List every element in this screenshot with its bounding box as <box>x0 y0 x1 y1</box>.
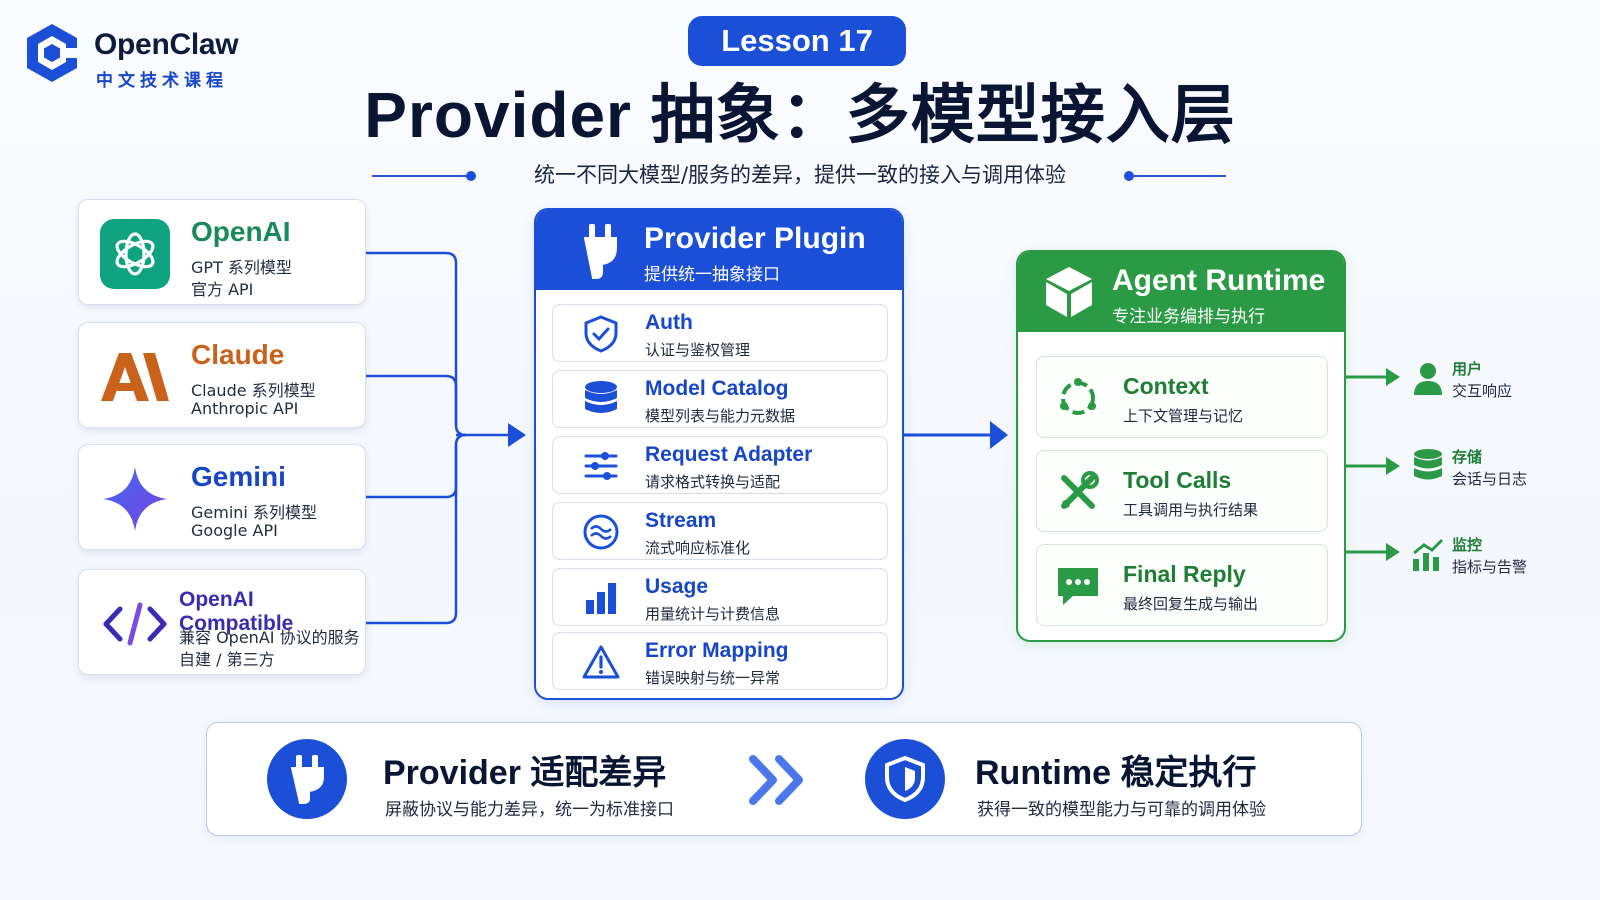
module-desc: 错误映射与统一异常 <box>645 669 781 687</box>
cube-icon <box>1046 267 1092 317</box>
module-usage: Usage 用量统计与计费信息 <box>552 568 888 626</box>
output-user: 用户 交互响应 <box>1410 356 1590 406</box>
code-icon <box>99 588 171 660</box>
output-desc: 会话与日志 <box>1452 470 1528 488</box>
shield-check-icon <box>581 315 621 353</box>
module-model-catalog: Model Catalog 模型列表与能力元数据 <box>552 370 888 428</box>
runtime-module-title: Context <box>1123 373 1209 399</box>
module-desc: 流式响应标准化 <box>645 539 751 557</box>
module-desc: 认证与鉴权管理 <box>645 341 751 359</box>
openai-icon <box>99 218 171 290</box>
provider-name: OpenAI Compatible <box>179 588 294 635</box>
module-title: Auth <box>645 311 693 334</box>
plugin-header: Provider Plugin 提供统一抽象接口 <box>536 210 902 290</box>
provider-desc: Gemini 系列模型 <box>191 503 317 522</box>
subtitle-line-left <box>372 175 472 177</box>
database-icon <box>581 381 621 419</box>
provider-api: Anthropic API <box>191 399 299 418</box>
runtime-module-desc: 工具调用与执行结果 <box>1123 501 1259 519</box>
page-subtitle: 统一不同大模型/服务的差异，提供一致的接入与调用体验 <box>533 163 1067 187</box>
output-title: 监控 <box>1452 536 1483 554</box>
banner-right-desc: 获得一致的模型能力与可靠的调用体验 <box>977 800 1266 820</box>
module-title: Model Catalog <box>645 377 789 400</box>
provider-plugin-panel: Provider Plugin 提供统一抽象接口 Auth 认证与鉴权管理 Mo… <box>534 208 904 700</box>
provider-desc: 兼容 OpenAI 协议的服务 <box>179 628 360 647</box>
sliders-icon <box>581 447 621 485</box>
module-title: Stream <box>645 509 717 532</box>
module-desc: 请求格式转换与适配 <box>645 473 781 491</box>
double-chevron-right-icon <box>749 755 803 805</box>
lesson-badge: Lesson 17 <box>688 16 906 66</box>
monitor-chart-icon <box>1410 536 1446 574</box>
output-title: 用户 <box>1452 360 1483 378</box>
provider-api: Google API <box>191 521 278 540</box>
provider-card-claude: Claude Claude 系列模型 Anthropic API <box>78 322 366 428</box>
storage-icon <box>1410 448 1446 486</box>
module-error-mapping: Error Mapping 错误映射与统一异常 <box>552 632 888 690</box>
banner-left-title: Provider 适配差异 <box>383 754 667 792</box>
runtime-module-desc: 最终回复生成与输出 <box>1123 595 1259 613</box>
user-icon <box>1410 360 1446 398</box>
runtime-subtitle: 专注业务编排与执行 <box>1112 307 1265 327</box>
provider-name: Claude <box>191 339 285 370</box>
module-title: Error Mapping <box>645 639 789 662</box>
arrow-to-runtime <box>990 421 1008 449</box>
warning-icon <box>581 643 621 681</box>
runtime-module-final-reply: Final Reply 最终回复生成与输出 <box>1036 544 1328 626</box>
provider-name: OpenAI <box>191 216 291 247</box>
runtime-title: Agent Runtime <box>1112 264 1326 297</box>
bar-chart-icon <box>581 579 621 617</box>
summary-banner: Provider 适配差异 屏蔽协议与能力差异，统一为标准接口 Runtime … <box>206 722 1362 836</box>
subtitle-dot-left <box>466 171 476 181</box>
subtitle-dot-right <box>1124 171 1134 181</box>
chat-bubble-icon <box>1055 564 1101 608</box>
runtime-module-tool-calls: Tool Calls 工具调用与执行结果 <box>1036 450 1328 532</box>
output-desc: 交互响应 <box>1452 382 1513 400</box>
banner-left-desc: 屏蔽协议与能力差异，统一为标准接口 <box>385 800 674 820</box>
module-auth: Auth 认证与鉴权管理 <box>552 304 888 362</box>
banner-right-title: Runtime 稳定执行 <box>975 754 1257 792</box>
plug-icon <box>584 224 617 279</box>
module-desc: 用量统计与计费信息 <box>645 605 781 623</box>
plugin-title: Provider Plugin <box>644 222 866 255</box>
gemini-icon <box>99 463 171 535</box>
provider-desc: Claude 系列模型 <box>191 381 316 400</box>
provider-api: 官方 API <box>191 280 254 299</box>
provider-card-openai: OpenAI GPT 系列模型 官方 API <box>78 199 366 305</box>
module-title: Usage <box>645 575 709 598</box>
openclaw-logo-icon <box>27 24 78 82</box>
module-desc: 模型列表与能力元数据 <box>645 407 796 425</box>
logo-name: OpenClaw <box>94 28 239 61</box>
context-cycle-icon <box>1055 376 1101 420</box>
provider-api: 自建 / 第三方 <box>179 650 275 669</box>
output-title: 存储 <box>1452 448 1483 466</box>
runtime-module-desc: 上下文管理与记忆 <box>1123 407 1244 425</box>
runtime-module-title: Tool Calls <box>1123 467 1232 493</box>
runtime-module-context: Context 上下文管理与记忆 <box>1036 356 1328 438</box>
stream-wave-icon <box>581 513 621 551</box>
provider-card-openai-compatible: OpenAI Compatible 兼容 OpenAI 协议的服务 自建 / 第… <box>78 569 366 675</box>
provider-card-gemini: Gemini Gemini 系列模型 Google API <box>78 444 366 550</box>
agent-runtime-panel: Agent Runtime 专注业务编排与执行 Context 上下文管理与记忆… <box>1016 250 1346 642</box>
anthropic-icon <box>99 341 171 413</box>
provider-desc: GPT 系列模型 <box>191 258 292 277</box>
provider-name: Gemini <box>191 461 286 492</box>
shield-circle-icon <box>865 739 945 819</box>
module-stream: Stream 流式响应标准化 <box>552 502 888 560</box>
arrow-to-plugin <box>508 423 526 447</box>
page-title: Provider 抽象：多模型接入层 <box>364 79 1236 151</box>
output-monitor: 监控 指标与告警 <box>1410 532 1590 582</box>
runtime-header: Agent Runtime 专注业务编排与执行 <box>1018 252 1344 332</box>
module-title: Request Adapter <box>645 443 813 466</box>
plugin-subtitle: 提供统一抽象接口 <box>644 265 780 285</box>
tools-icon <box>1055 470 1101 514</box>
logo-subtitle: 中文技术课程 <box>96 71 228 91</box>
module-request-adapter: Request Adapter 请求格式转换与适配 <box>552 436 888 494</box>
openclaw-logo: OpenClaw 中文技术课程 <box>24 20 264 91</box>
output-desc: 指标与告警 <box>1452 558 1528 576</box>
runtime-module-title: Final Reply <box>1123 561 1246 587</box>
output-storage: 存储 会话与日志 <box>1410 444 1590 494</box>
plug-circle-icon <box>267 739 347 819</box>
subtitle-line-right <box>1130 175 1226 177</box>
